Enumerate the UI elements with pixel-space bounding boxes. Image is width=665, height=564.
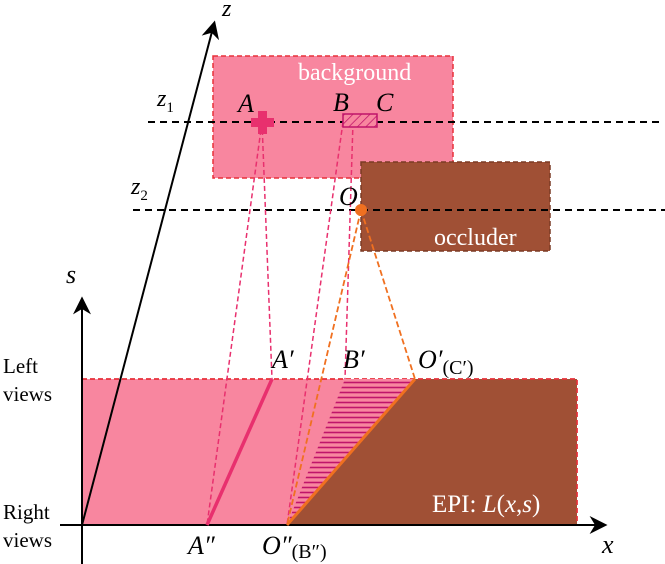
- left-views-label-line2: views: [3, 382, 52, 406]
- label-z1: z1: [156, 86, 174, 116]
- label-A-prime: A′: [270, 345, 294, 374]
- proj-A-to-Adprime: [206, 121, 263, 526]
- label-z2: z2: [130, 174, 148, 204]
- epi-line-O: [285, 378, 417, 526]
- label-O-prime: O′(C′): [418, 345, 474, 379]
- occluder-region: [360, 161, 551, 252]
- bc-hatched-segment: [342, 113, 378, 128]
- dot-marker-icon: [355, 204, 367, 216]
- plus-marker-icon: [251, 111, 274, 134]
- s-axis-label: s: [66, 260, 76, 289]
- label-O: O: [339, 182, 358, 211]
- label-A-dprime: A″: [186, 531, 216, 560]
- right-views-label-line2: views: [3, 528, 52, 552]
- label-O-dprime: O″(B″): [262, 531, 327, 563]
- proj-B-to-Odprime: [286, 121, 344, 526]
- epi-occluded-region: [287, 379, 577, 525]
- x-axis-label: x: [601, 530, 614, 559]
- proj-A-to-Aprime: [261, 121, 273, 380]
- occluder-label: occluder: [434, 225, 517, 251]
- z-axis: [81, 20, 220, 526]
- label-A: A: [236, 89, 254, 118]
- proj-B-to-Bprime: [344, 121, 354, 380]
- label-B: B: [333, 88, 349, 117]
- epi-line-A: [205, 378, 274, 526]
- background-label: background: [298, 60, 411, 86]
- label-C: C: [376, 88, 394, 117]
- proj-O-to-Oprime: [360, 209, 416, 380]
- right-views-label-line1: Right: [3, 500, 50, 524]
- left-views-label-line1: Left: [3, 354, 38, 378]
- epi-label: EPI: L(x,s): [432, 491, 540, 518]
- z-axis-label: z: [221, 0, 232, 22]
- label-B-prime: B′: [343, 345, 365, 374]
- background-region: [212, 55, 454, 179]
